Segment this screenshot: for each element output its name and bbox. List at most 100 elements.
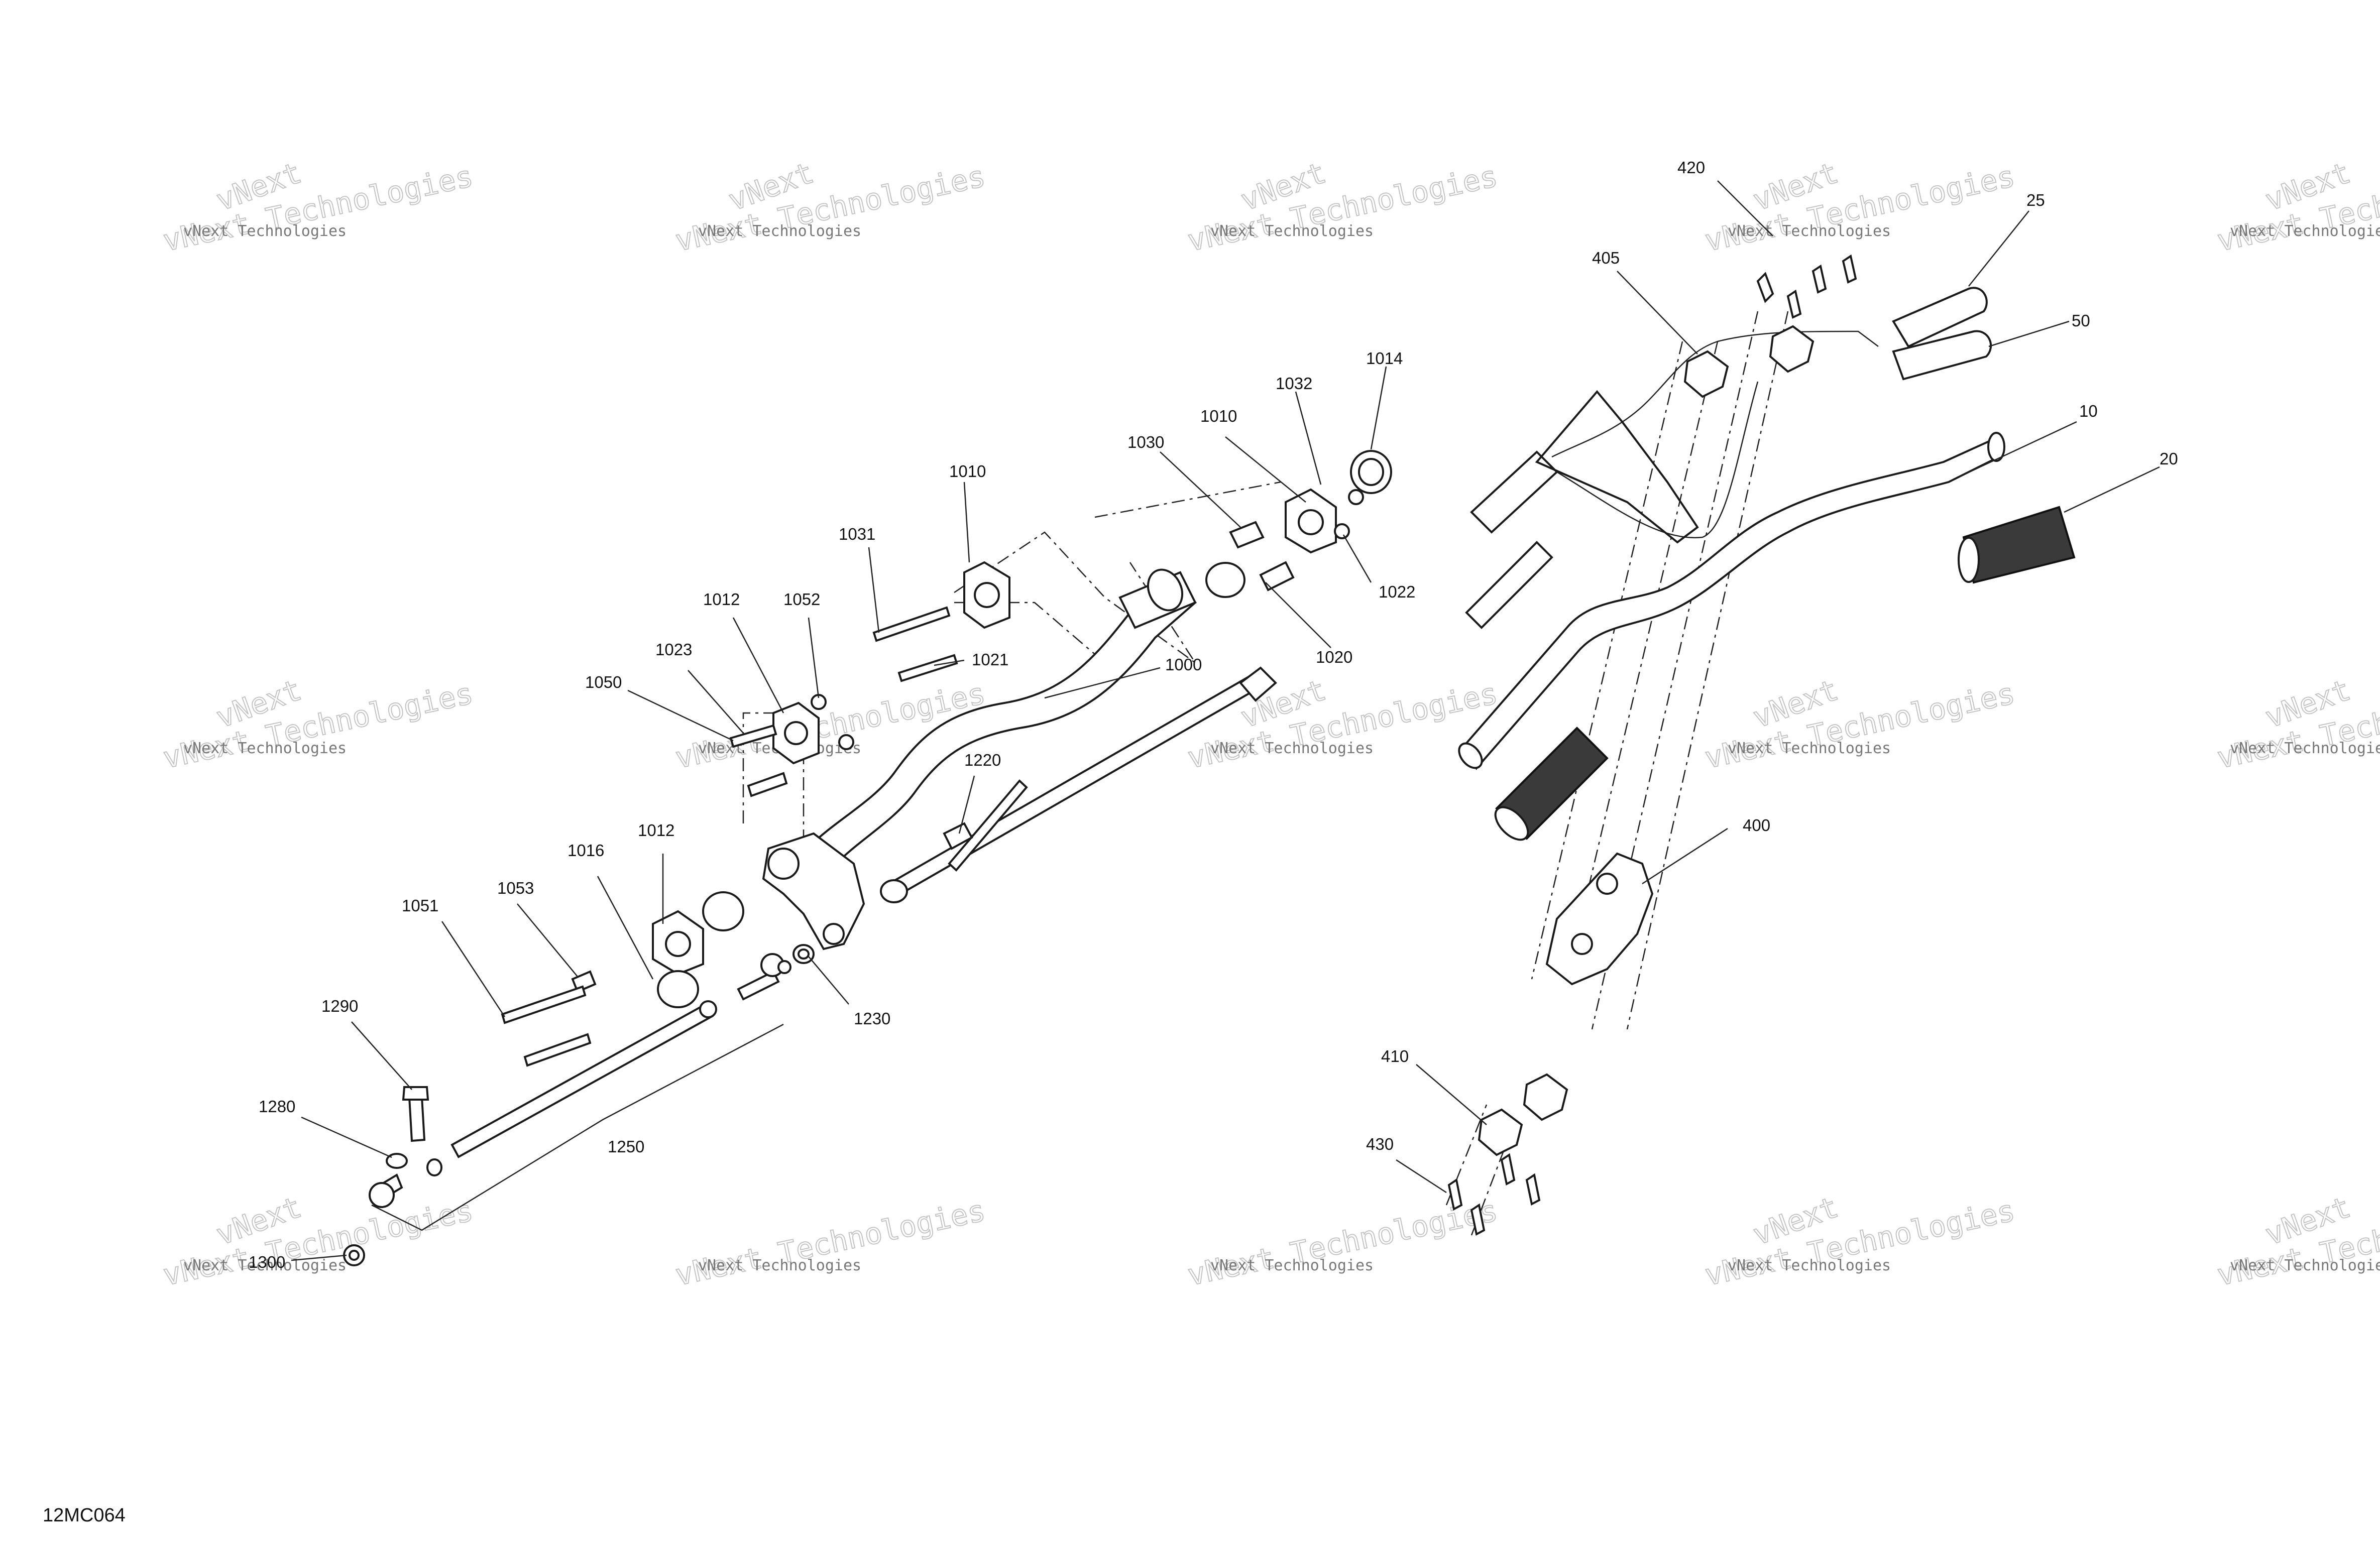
leader-lines xyxy=(291,180,2160,1261)
bolt-430 xyxy=(1500,1153,1516,1186)
callout-1012: 1012 xyxy=(703,590,740,609)
bolt-1220 xyxy=(948,779,1028,872)
assembly-guide xyxy=(1626,311,1789,1030)
watermark-small: vNext Technologies xyxy=(2230,222,2380,240)
tie-rod-upper-end xyxy=(880,879,908,903)
column-top-end xyxy=(1147,568,1184,612)
assembly-guide xyxy=(1531,341,1683,980)
bolt-420 xyxy=(1756,272,1774,303)
assembly-guide xyxy=(1445,1104,1488,1206)
pin-1020 xyxy=(1259,561,1295,591)
watermark-small: vNext Technologies xyxy=(1210,1257,1374,1274)
grip-sleeve xyxy=(1465,541,1553,629)
callout-1220: 1220 xyxy=(964,751,1001,769)
riser-400 xyxy=(1545,852,1654,986)
watermark-small: vNext Technologies xyxy=(1210,222,1374,240)
callout-1052: 1052 xyxy=(783,590,820,609)
bolt-1051 xyxy=(501,985,587,1024)
handlebar-end xyxy=(1987,432,2005,462)
tie-rod-lower-end xyxy=(699,1000,717,1018)
washer-1053 xyxy=(571,970,597,993)
tie-rod-upper-joint xyxy=(1239,666,1277,702)
bolt-420 xyxy=(1786,289,1802,319)
diagram-code: 12MC064 xyxy=(43,1505,126,1526)
nut-1300-hole xyxy=(349,1250,360,1261)
bolt-1290 xyxy=(408,1096,426,1142)
callout-50: 50 xyxy=(2072,311,2090,330)
grip-heated-20 xyxy=(1962,506,2076,584)
watermark-big: vNext Technologies xyxy=(672,159,988,258)
bolt-1230 xyxy=(737,970,780,1001)
watermark-big: vNext Technologies xyxy=(160,159,476,258)
watermark-small: vNext Technologies xyxy=(2230,740,2380,757)
hand-guard xyxy=(1535,390,1699,544)
nut xyxy=(838,734,854,750)
callout-1050: 1050 xyxy=(585,673,622,691)
spacer xyxy=(426,1158,442,1176)
handlebar-assembly xyxy=(1445,254,2076,1236)
callout-25: 25 xyxy=(2026,191,2045,209)
clamp-405 xyxy=(1683,350,1729,398)
watermark-small: vNext Technologies xyxy=(183,222,347,240)
callouts: 420 25 405 50 10 20 1014 1032 1010 1030 … xyxy=(249,158,2178,1271)
callout-1250: 1250 xyxy=(608,1137,644,1156)
pin xyxy=(747,772,788,797)
callout-1016: 1016 xyxy=(568,841,604,860)
bolt-1220-head xyxy=(943,822,973,850)
callout-1012: 1012 xyxy=(638,821,674,840)
bearing-bore xyxy=(784,721,808,745)
grip-20-end xyxy=(1958,537,1980,583)
sleeve-1023 xyxy=(729,724,777,748)
callout-1014: 1014 xyxy=(1366,349,1403,368)
callout-1051: 1051 xyxy=(402,896,438,915)
callout-1000: 1000 xyxy=(1165,655,1202,674)
bearing-bore xyxy=(665,931,691,957)
bolt-1021 xyxy=(897,654,958,682)
bearing-bore xyxy=(974,582,1000,608)
bolt-430 xyxy=(1525,1173,1541,1206)
handlebar-end xyxy=(1458,742,1483,769)
assembly-guide xyxy=(1566,341,1719,980)
rod-end-ball xyxy=(369,1182,395,1208)
riser-bore xyxy=(1571,933,1593,955)
watermark-big: vNext Technologies xyxy=(1702,1193,2018,1292)
bolt-1051 xyxy=(523,1033,592,1067)
callout-1010: 1010 xyxy=(949,462,986,481)
watermark-big: vNext Technologies xyxy=(1702,676,2018,775)
callout-405: 405 xyxy=(1592,249,1620,267)
nut-1032 xyxy=(1348,489,1364,505)
callout-1053: 1053 xyxy=(497,879,534,897)
grip-end xyxy=(1494,806,1529,841)
grip-50 xyxy=(1892,330,1992,381)
callout-430: 430 xyxy=(1366,1135,1394,1153)
grip-25 xyxy=(1892,287,1988,348)
callout-410: 410 xyxy=(1381,1047,1409,1065)
watermark-small: vNext Technologies xyxy=(183,740,347,757)
clamp-410 xyxy=(1523,1073,1568,1121)
bearing-bore xyxy=(1298,509,1324,535)
assembly-guide xyxy=(1591,311,1759,1030)
watermark-small: vNext Technologies xyxy=(698,222,861,240)
bushing xyxy=(702,891,744,931)
watermark-small: vNext Technologies xyxy=(1210,740,1374,757)
bushing-1014-hole xyxy=(1358,458,1384,486)
watermark-small: vNext Technologies xyxy=(698,1257,861,1274)
callout-1032: 1032 xyxy=(1276,374,1312,393)
callout-10: 10 xyxy=(2079,402,2098,420)
callout-1022: 1022 xyxy=(1379,582,1415,601)
tie-rod-lower xyxy=(450,1003,714,1158)
clamp-405 xyxy=(1769,325,1815,373)
callout-1280: 1280 xyxy=(259,1097,295,1116)
bushing-1016 xyxy=(657,970,699,1008)
pin-1030 xyxy=(1229,521,1265,549)
wiring xyxy=(1556,381,1759,539)
steering-assembly xyxy=(343,450,1392,1266)
assembly-guide xyxy=(954,531,1196,664)
steering-arm-hole xyxy=(823,923,845,945)
watermark-big: vNext Technologies xyxy=(672,1193,988,1292)
watermark-small: vNext Technologies xyxy=(2230,1257,2380,1274)
clamp-410 xyxy=(1478,1108,1523,1156)
callout-1010: 1010 xyxy=(1200,407,1237,425)
watermark-big: vNext Technologies xyxy=(1702,159,2018,258)
